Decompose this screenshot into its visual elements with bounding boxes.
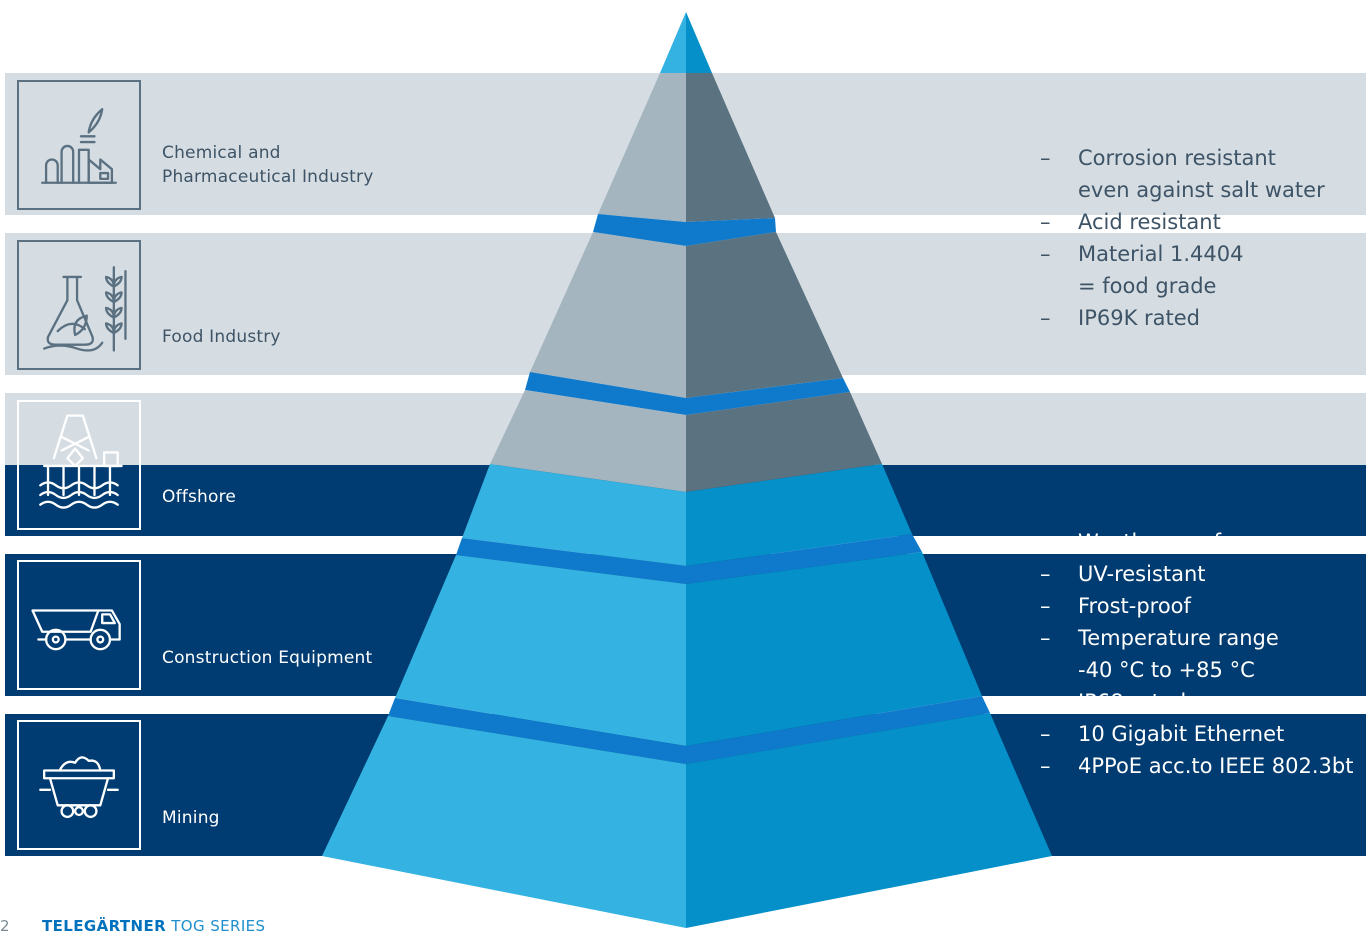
pyramid-tier-mining-left bbox=[322, 716, 686, 928]
pyramid-tier-chemical-right bbox=[686, 73, 775, 222]
pyramid-seam-3 bbox=[456, 534, 922, 584]
list-item: –Weatherproof bbox=[1040, 530, 1222, 554]
pyramid-tier-food-right bbox=[686, 232, 843, 398]
list-item: = food grade bbox=[1078, 274, 1217, 298]
oil-platform-icon bbox=[17, 400, 141, 530]
list-item: –IP68 rated bbox=[1040, 690, 1187, 714]
page-number: 2 bbox=[0, 917, 10, 935]
list-item: –Corrosion resistant bbox=[1040, 146, 1276, 170]
pyramid-tip-left bbox=[660, 12, 686, 73]
industry-label-chemical: Chemical and Pharmaceutical Industry bbox=[162, 143, 374, 187]
pyramid-tier-food-left bbox=[530, 232, 686, 398]
list-item: -40 °C to +85 °C bbox=[1078, 658, 1255, 682]
pyramid-tip-right bbox=[686, 12, 712, 73]
industry-label-mining: Mining bbox=[162, 808, 220, 828]
page-footer: 2 TELEGÄRTNER TOG SERIES bbox=[0, 917, 265, 935]
pyramid-tier-mining-right bbox=[686, 713, 1052, 928]
pyramid-tier-construction-right bbox=[686, 552, 982, 746]
pyramid-tier-offshore-gray-right bbox=[686, 392, 882, 492]
pyramid-tier-offshore-blue-left bbox=[462, 464, 686, 566]
pyramid-tier-offshore-gray-left bbox=[490, 390, 686, 492]
series-name: TOG SERIES bbox=[166, 917, 266, 935]
list-item: –UV-resistant bbox=[1040, 562, 1206, 586]
industry-label-construction: Construction Equipment bbox=[162, 648, 373, 668]
list-item: –Frost-proof bbox=[1040, 594, 1191, 618]
pyramid-tier-construction-left bbox=[395, 555, 686, 746]
list-item: –10 Gigabit Ethernet bbox=[1040, 722, 1285, 746]
list-item: even against salt water bbox=[1078, 178, 1325, 202]
feature-list-upper: –Corrosion resistant even against salt w… bbox=[1040, 142, 1325, 334]
list-item: –IP69K rated bbox=[1040, 306, 1201, 330]
list-item: –Material 1.4404 bbox=[1040, 242, 1244, 266]
pyramid-seam-1 bbox=[593, 214, 776, 246]
flask-wheat-icon bbox=[17, 240, 141, 370]
list-item: –4PPoE acc.to IEEE 802.3bt bbox=[1040, 754, 1354, 778]
industry-label-offshore: Offshore bbox=[162, 487, 237, 507]
industry-label-food: Food Industry bbox=[162, 327, 281, 347]
list-item: –Temperature range bbox=[1040, 626, 1279, 650]
pyramid-tier-chemical-left bbox=[598, 73, 686, 222]
chemical-plant-icon bbox=[17, 80, 141, 210]
pyramid-seam-2 bbox=[525, 372, 850, 415]
feature-list-lower: –Weatherproof –UV-resistant –Frost-proof… bbox=[1040, 526, 1353, 782]
brand-name: TELEGÄRTNER bbox=[42, 917, 167, 935]
list-item: –Acid resistant bbox=[1040, 210, 1221, 234]
pyramid-seam-4 bbox=[388, 696, 990, 764]
pyramid-tier-offshore-blue-right bbox=[686, 464, 912, 566]
dump-truck-icon bbox=[17, 560, 141, 690]
mine-cart-icon bbox=[17, 720, 141, 850]
